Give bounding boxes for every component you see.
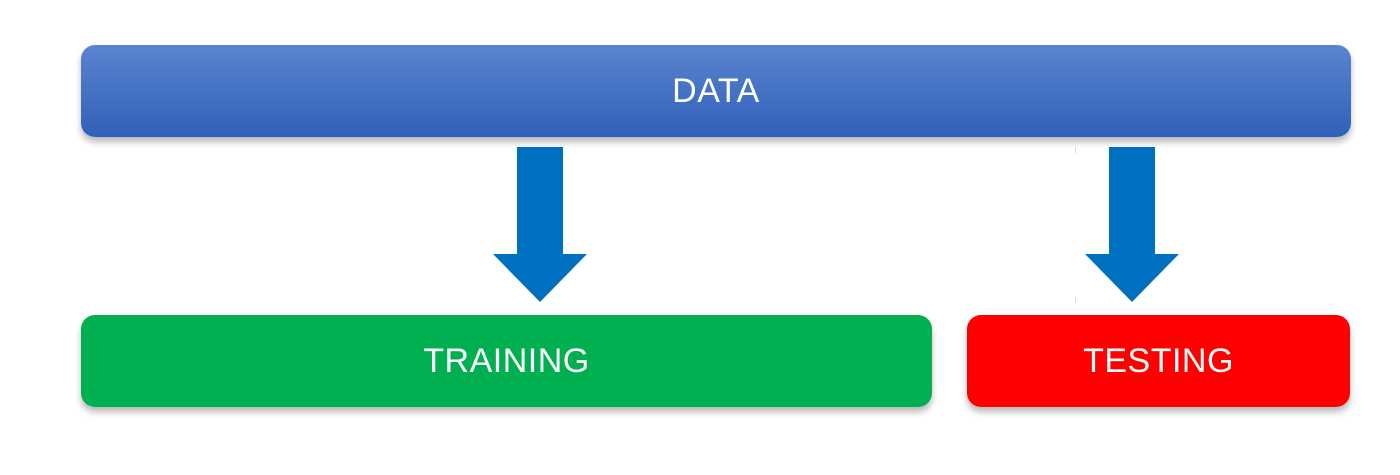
testing-box: TESTING	[967, 315, 1350, 407]
training-label: TRAINING	[423, 341, 590, 380]
arrow-data-to-testing	[1085, 147, 1179, 302]
arrow-down-icon	[1085, 147, 1179, 302]
divider-mark-top	[1075, 147, 1076, 153]
testing-label: TESTING	[1083, 341, 1234, 380]
divider-mark-bottom	[1075, 297, 1076, 303]
arrow-down-icon	[493, 147, 587, 302]
data-box: DATA	[81, 45, 1351, 137]
data-label: DATA	[672, 71, 760, 110]
arrow-data-to-training	[493, 147, 587, 302]
training-box: TRAINING	[81, 315, 932, 407]
